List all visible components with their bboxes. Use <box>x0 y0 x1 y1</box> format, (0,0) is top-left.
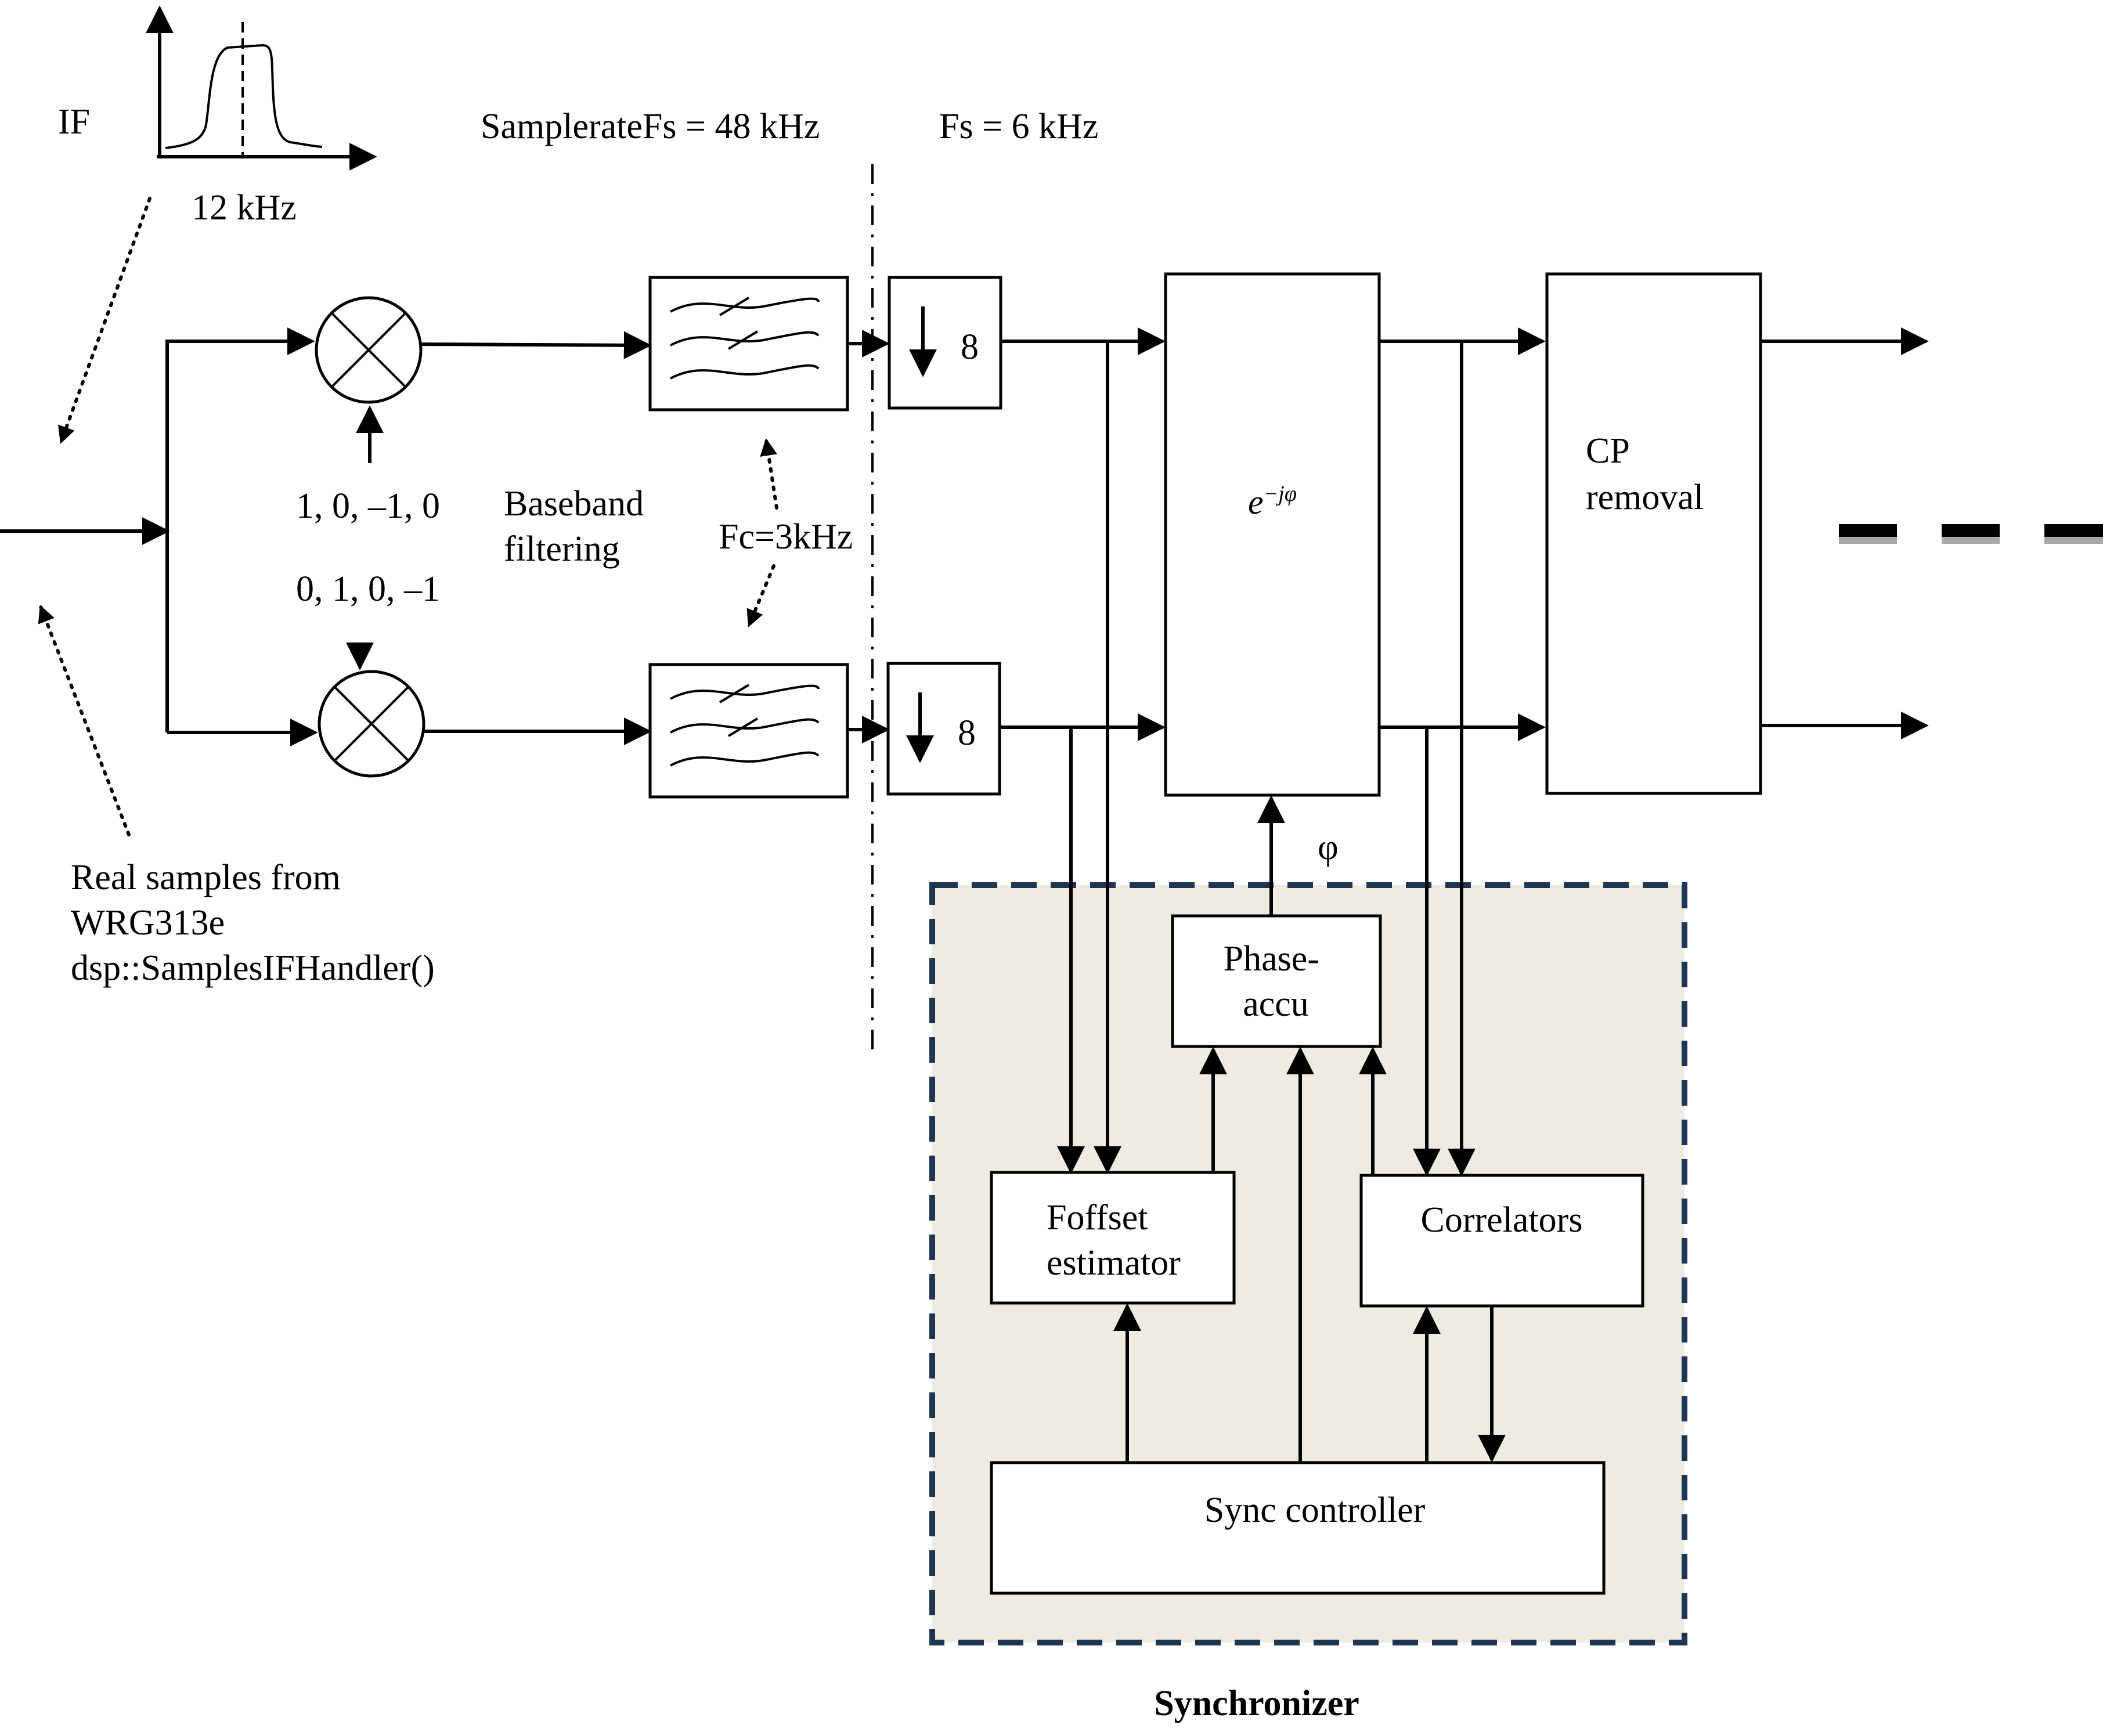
correlators-block <box>1359 1174 1644 1308</box>
phase-accumulator-label: Phase- accu <box>1224 939 1329 1024</box>
cutoff-pointer-bottom <box>746 564 775 627</box>
cp-removal-block <box>1545 272 1762 795</box>
phase-symbol: φ <box>1318 828 1339 867</box>
sync-controller-block <box>990 1461 1606 1595</box>
derotation-formula: e−jφ <box>1248 482 1297 521</box>
synchronizer-title: Synchronizer <box>1154 1684 1359 1723</box>
if-spectrum-pointer <box>58 197 151 444</box>
q-mixer <box>318 670 425 778</box>
q-lowpass-filter <box>648 663 849 799</box>
cutoff-pointer-top <box>760 438 778 510</box>
i-mixer <box>315 296 423 404</box>
source-pointer <box>38 605 131 836</box>
output-sample-rate: Fs = 6 kHz <box>939 107 1098 146</box>
if-spectrum-plot <box>146 5 377 171</box>
if-center-frequency: 12 kHz <box>192 188 297 228</box>
if-label: IF <box>58 102 90 142</box>
cp-removal-label: CP removal <box>1586 431 1704 517</box>
phase-derotator-block <box>1164 272 1381 797</box>
source-description: Real samples from WRG313e dsp::SamplesIF… <box>71 858 435 988</box>
input-sample-rate: SamplerateFs = 48 kHz <box>481 107 820 146</box>
q-decimation-factor: 8 <box>958 713 976 753</box>
i-decimator <box>888 276 1002 410</box>
i-lowpass-filter <box>648 276 849 412</box>
baseband-filtering-label: Baseband filtering <box>504 484 653 569</box>
continuation-dashes <box>1839 524 2103 544</box>
q-local-oscillator-sequence: 0, 1, 0, –1 <box>296 569 440 609</box>
q-decimator <box>886 662 1001 796</box>
phase-accumulator-block <box>1171 914 1382 1048</box>
i-local-oscillator-sequence: 1, 0, –1, 0 <box>296 486 440 526</box>
foffset-estimator-label: Foffset estimator <box>1047 1198 1181 1283</box>
foffset-estimator-block <box>990 1171 1236 1305</box>
i-decimation-factor: 8 <box>961 327 979 367</box>
correlators-label: Correlators <box>1421 1200 1583 1240</box>
filter-cutoff-label: Fc=3kHz <box>719 517 853 557</box>
sync-controller-label: Sync controller <box>1204 1490 1426 1530</box>
